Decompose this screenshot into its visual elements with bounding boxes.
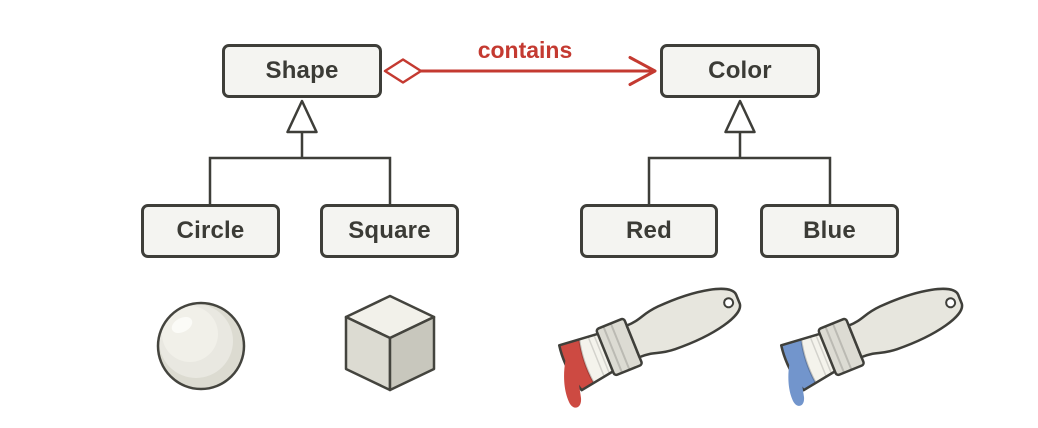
sphere-illustration xyxy=(156,301,246,391)
relation-label: contains xyxy=(477,37,573,63)
inheritance-connector-shape xyxy=(208,99,392,204)
class-box-shape: Shape xyxy=(222,44,382,98)
class-label-color: Color xyxy=(708,57,772,84)
class-box-red: Red xyxy=(580,204,718,258)
aggregation-arrow xyxy=(383,56,657,86)
red-paintbrush-illustration xyxy=(556,274,749,394)
class-box-circle: Circle xyxy=(141,204,280,258)
arrowhead-icon xyxy=(628,56,657,86)
class-label-square: Square xyxy=(348,217,431,244)
aggregation-diamond-icon xyxy=(383,58,423,84)
red-paint-drip xyxy=(564,345,582,408)
class-label-red: Red xyxy=(626,217,672,244)
blue-paintbrush-illustration xyxy=(778,274,971,394)
class-box-blue: Blue xyxy=(760,204,899,258)
class-box-square: Square xyxy=(320,204,459,258)
inheritance-connector-color xyxy=(647,99,832,204)
blue-paint-drip xyxy=(788,352,805,406)
inheritance-triangle-icon xyxy=(286,99,318,134)
inheritance-triangle-icon xyxy=(724,99,756,134)
class-box-color: Color xyxy=(660,44,820,98)
class-label-circle: Circle xyxy=(176,217,245,244)
class-label-blue: Blue xyxy=(803,217,856,244)
class-label-shape: Shape xyxy=(265,57,339,84)
cube-illustration xyxy=(344,294,436,392)
